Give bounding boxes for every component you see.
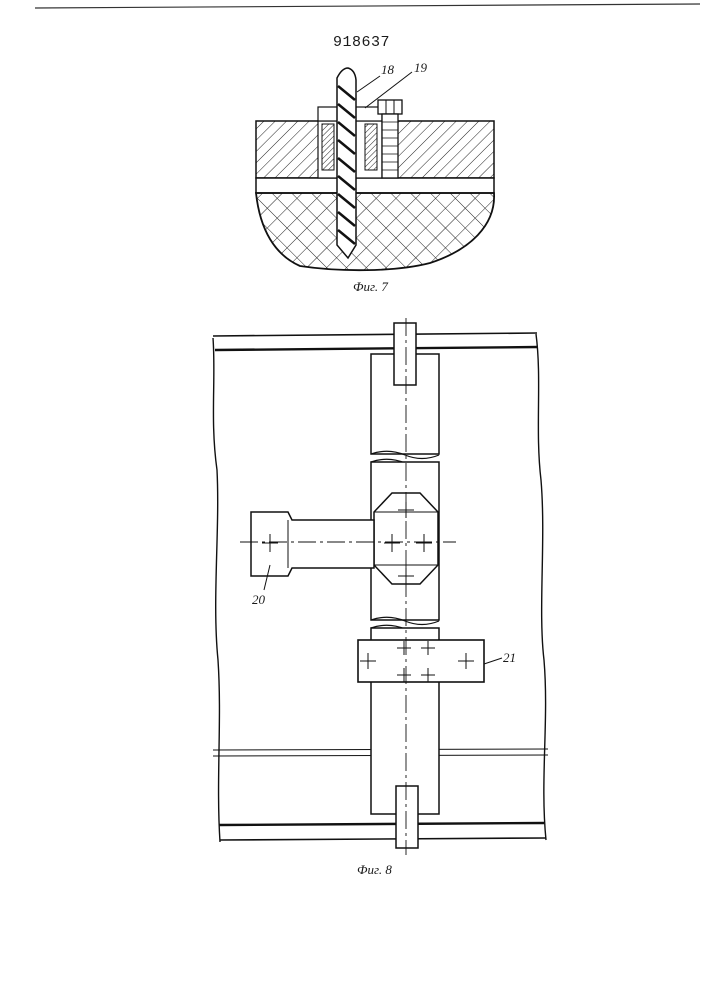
- label-18: 18: [381, 62, 394, 78]
- figure-7: [256, 68, 494, 270]
- leader-18: [357, 76, 380, 92]
- page-top-edge: [35, 4, 700, 8]
- frame-right-break: [536, 334, 546, 840]
- figure-7-caption: Фиг. 7: [353, 279, 388, 295]
- label-20: 20: [252, 592, 265, 608]
- leader-21: [484, 658, 502, 664]
- bottom-rail-inner: [219, 823, 544, 825]
- top-rail-inner: [215, 347, 538, 350]
- figure-8: [213, 318, 548, 855]
- twisted-rod: [337, 68, 356, 258]
- top-pin: [394, 323, 416, 385]
- patent-number: 918637: [333, 34, 390, 51]
- gasket-strip: [256, 178, 494, 193]
- frame-left-break: [213, 338, 220, 842]
- figure-8-caption: Фиг. 8: [357, 862, 392, 878]
- label-19: 19: [414, 60, 427, 76]
- foam-body: [256, 193, 494, 270]
- top-rail-outer: [213, 333, 537, 336]
- bushing-right: [365, 124, 377, 170]
- bushing-left: [322, 124, 334, 170]
- bolt: [378, 100, 402, 178]
- bottom-rail-outer: [220, 838, 546, 840]
- label-21: 21: [503, 650, 516, 666]
- bottom-pin: [396, 786, 418, 848]
